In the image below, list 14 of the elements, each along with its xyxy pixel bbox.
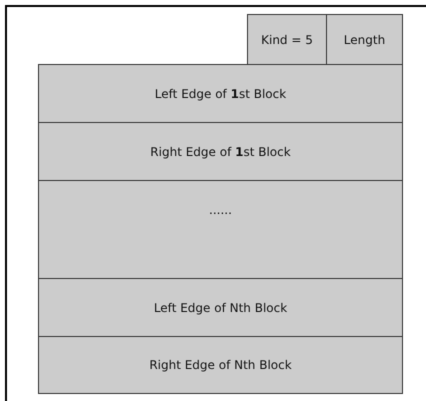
field-label: ...... [209,202,232,216]
field-label: Right Edge of Nth Block [149,358,292,372]
field-label: Kind = 5 [261,32,313,46]
field-label: Left Edge of 1st Block [154,86,286,100]
field-row [38,336,403,394]
field-row [38,122,403,181]
field-row [38,64,403,123]
field-row [38,180,403,279]
field-label: Length [344,32,386,46]
header-field [247,14,327,65]
field-row [38,278,403,337]
field-label: Right Edge of 1st Block [150,144,291,158]
header-field [326,14,403,65]
field-label: Left Edge of Nth Block [154,300,288,314]
